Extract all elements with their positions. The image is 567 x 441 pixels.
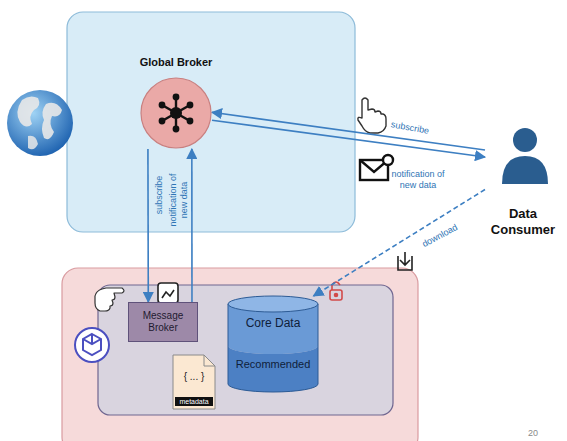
document-fold <box>204 355 215 366</box>
center-inner-panel <box>98 285 393 415</box>
flow-arrow <box>212 112 485 150</box>
cylinder-section-label: Recommended <box>228 358 318 370</box>
node-outline <box>140 77 212 149</box>
flow-arrow <box>147 149 149 302</box>
edge-label: subscribe <box>390 119 430 137</box>
cylinder-outline <box>228 304 318 392</box>
person-body <box>502 156 548 184</box>
broker-circle-shape <box>141 78 211 148</box>
network-hub <box>170 107 182 119</box>
document-icon: { ... } metadata <box>172 354 216 410</box>
flow-arrow <box>212 120 485 157</box>
edge-label: download <box>420 222 459 250</box>
envelope-icon <box>360 155 393 180</box>
network-dot <box>187 118 194 125</box>
document-page <box>173 355 215 409</box>
process-box-shape <box>129 303 198 342</box>
notification-icon <box>158 283 178 303</box>
pointer-hand-icon <box>358 98 386 133</box>
globe-icon <box>7 90 73 156</box>
box-label: Message Broker <box>128 310 198 334</box>
center-region <box>62 268 418 441</box>
download-icon <box>398 252 412 270</box>
flow-arrow <box>191 149 193 302</box>
edge-label: notification of new data <box>168 165 190 235</box>
actor-label: Data Consumer <box>481 206 565 238</box>
network-dot <box>173 94 180 101</box>
person-head <box>513 128 537 152</box>
global-region <box>67 12 355 232</box>
cylinder-title: Core Data <box>228 316 318 330</box>
dashed-arrow <box>314 190 486 297</box>
node-heading: Global Broker <box>106 56 246 68</box>
cylinder-lower <box>228 346 318 392</box>
network-dot <box>159 118 166 125</box>
document-content: { ... } <box>172 371 216 382</box>
broker-circle: Global Broker <box>140 77 212 149</box>
pointer-hand-icon <box>95 288 124 311</box>
process-box: Message Broker <box>128 302 198 342</box>
edge-label: notification of new data <box>383 169 453 191</box>
node-outline <box>228 296 318 392</box>
actor-figure: Data Consumer <box>485 118 565 248</box>
wis2-logo <box>75 328 109 362</box>
page-number: 20 <box>528 428 538 438</box>
network-dot <box>173 126 180 133</box>
network-dot <box>159 102 166 109</box>
database-cylinder: Core DataRecommended <box>228 296 318 392</box>
cylinder-top <box>228 296 318 312</box>
edge-label: subscribe <box>154 176 165 215</box>
network-dot <box>187 102 194 109</box>
document-caption: metadata <box>175 397 213 406</box>
